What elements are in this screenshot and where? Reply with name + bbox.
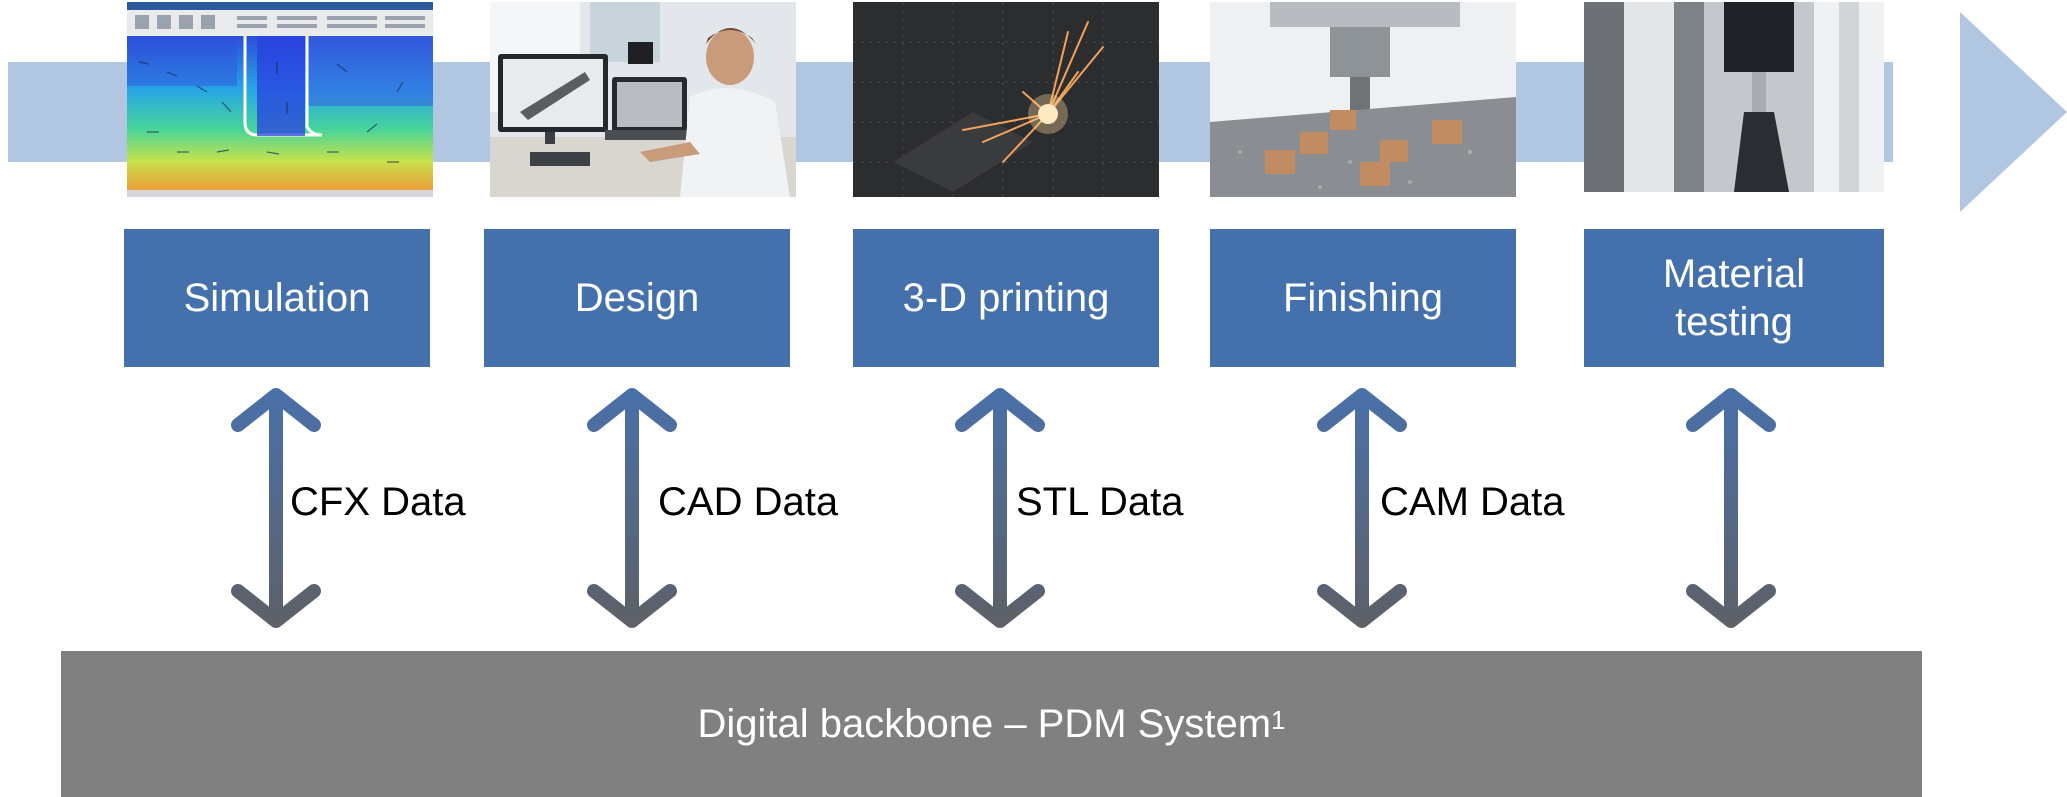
3d-printing-photo [853,2,1159,197]
double-arrow-icon [1686,388,1776,628]
footnote-mark: 1 [1271,704,1286,735]
simulation-photo [127,2,433,197]
data-label-stl: STL Data [1016,480,1184,524]
design-photo [490,2,796,197]
step-3d-printing: 3-D printing [853,229,1159,367]
backbone-label: Digital backbone – PDM System [697,701,1272,746]
step-simulation: Simulation [124,229,430,367]
step-finishing: Finishing [1210,229,1516,367]
step-material-testing: Material testing [1584,229,1884,367]
double-arrow-icon [1317,388,1407,628]
double-arrow-icon [587,388,677,628]
step-design: Design [484,229,790,367]
data-label-cfx: CFX Data [290,480,466,524]
process-flow-arrowhead-icon [1960,12,2067,212]
data-label-cad: CAD Data [658,480,839,524]
material-testing-photo [1584,2,1884,192]
double-arrow-icon [231,388,321,628]
finishing-photo [1210,2,1516,197]
double-arrow-icon [955,388,1045,628]
data-label-cam: CAM Data [1380,480,1565,524]
